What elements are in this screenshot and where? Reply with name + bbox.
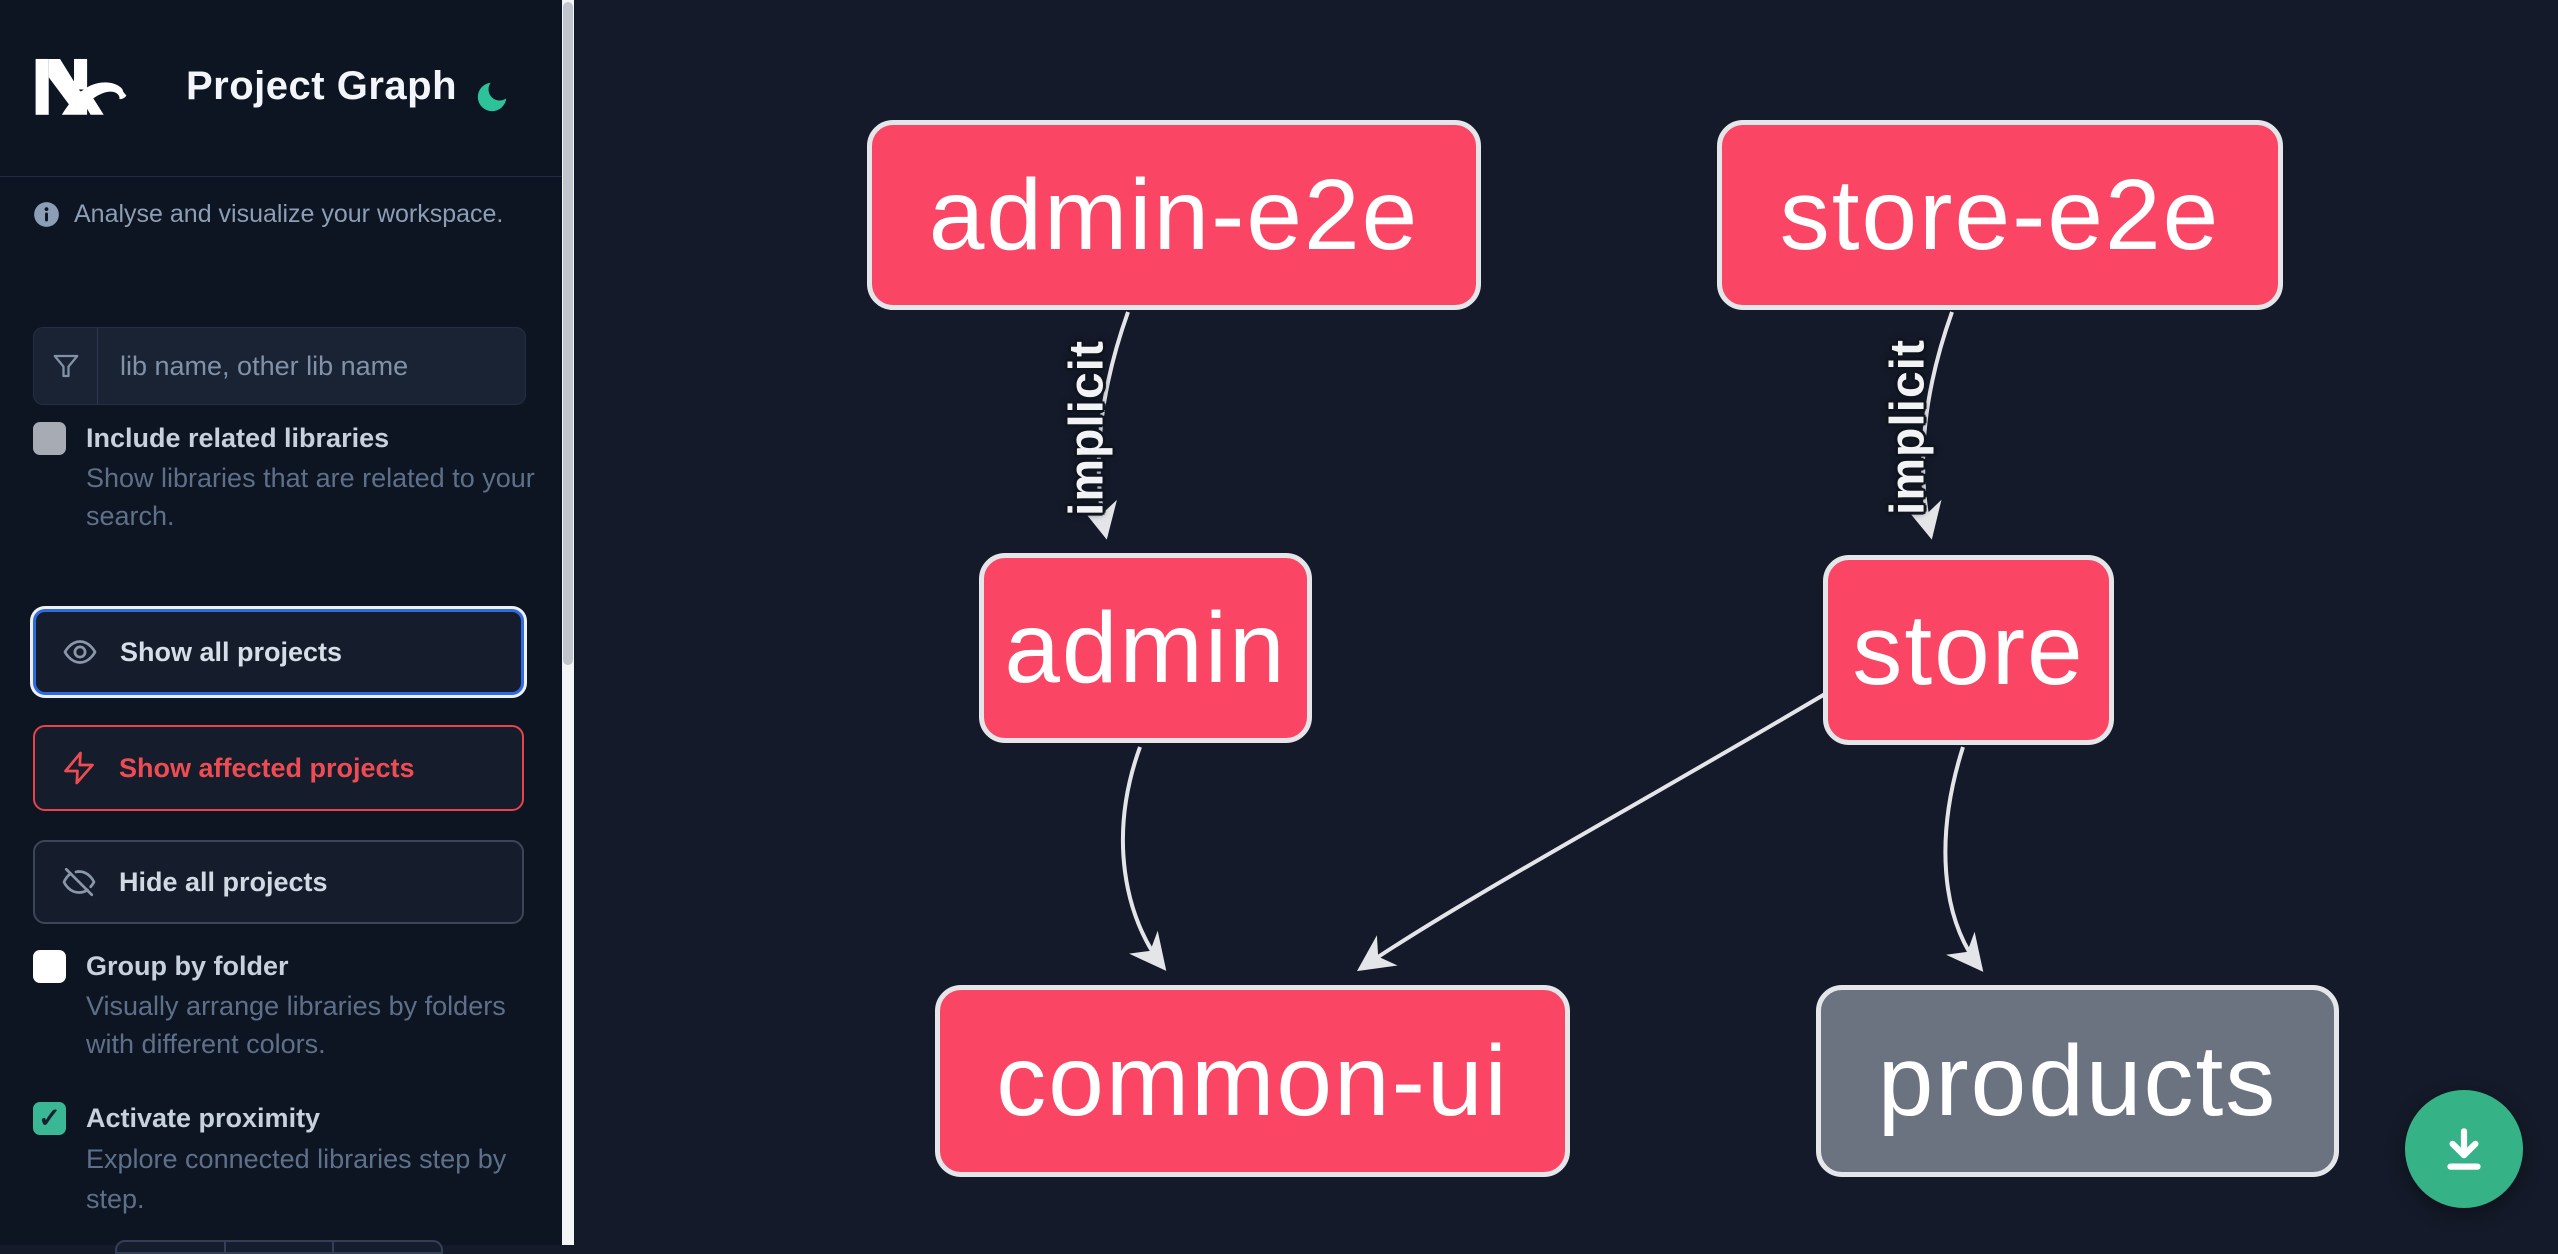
edge-admin-to-common-ui [1120,746,1167,971]
edge-admin-e2e-to-admin [1081,311,1130,540]
stepper-value [223,1242,333,1252]
toggle-description: Explore connected libraries step by step… [86,1144,507,1214]
checkbox-include-related[interactable] [33,422,66,455]
download-icon [2447,1128,2481,1170]
sidebar: Project Graph Analyse and visualize your… [0,0,562,1254]
checkbox-group-by-folder[interactable] [33,950,66,983]
button-label: Show all projects [120,636,343,667]
toggle-label: Include related libraries [86,423,390,453]
bolt-icon [64,751,94,785]
toggle-label: Group by folder [86,951,289,981]
checkbox-activate-proximity-checked[interactable]: ✓ [33,1102,66,1135]
download-graph-button[interactable] [2405,1090,2523,1208]
info-icon [34,202,59,227]
graph-node-store[interactable]: store [1823,555,2114,745]
filter-funnel-icon [34,328,98,404]
button-label: Show affected projects [119,752,415,783]
edge-store-to-products [1943,746,1984,972]
sidebar-scrollbar[interactable] [562,0,574,1245]
toggle-description: Visually arrange libraries by folders wi… [86,991,506,1059]
nx-logo-icon [35,58,127,115]
toggle-description: Show libraries that are related to your … [86,463,535,531]
stepper-decrement-button[interactable] [117,1242,224,1252]
graph-node-store-e2e[interactable]: store-e2e [1717,120,2283,310]
hide-all-projects-button[interactable]: Hide all projects [33,840,524,924]
button-label: Hide all projects [119,866,328,897]
edge-label-implicit: implicit [1060,339,1114,517]
check-icon: ✓ [38,1103,61,1133]
tagline-text: Analyse and visualize your workspace. [74,200,504,228]
theme-toggle-moon-icon[interactable] [470,76,514,120]
eye-slash-icon [62,867,96,897]
edge-store-e2e-to-store [1905,311,1954,540]
page-title: Project Graph [186,64,458,108]
graph-node-products[interactable]: products [1816,985,2339,1177]
show-all-projects-button[interactable]: Show all projects [33,609,524,695]
stepper-increment-button[interactable] [332,1242,441,1252]
search-input[interactable] [98,328,525,404]
graph-node-common-ui[interactable]: common-ui [935,985,1570,1177]
project-graph-canvas[interactable]: admin-e2e store-e2e admin store common-u… [574,0,2558,1245]
workspace-tagline: Analyse and visualize your workspace. [33,200,503,229]
sidebar-header: Project Graph [0,0,562,177]
show-affected-projects-button[interactable]: Show affected projects [33,725,524,811]
toggle-label: Activate proximity [86,1103,321,1133]
proximity-stepper [115,1240,443,1254]
graph-node-admin[interactable]: admin [979,553,1312,743]
toggle-group-by-folder: Group by folder Visually arrange librari… [33,948,533,1063]
scrollbar-thumb[interactable] [563,2,573,665]
eye-icon [63,640,97,664]
graph-node-admin-e2e[interactable]: admin-e2e [867,120,1481,310]
search-box [33,327,526,405]
edge-store-to-common-ui [1356,692,1827,972]
dependency-edges [1081,311,1984,972]
toggle-include-related: Include related libraries Show libraries… [33,420,535,535]
toggle-activate-proximity: ✓ Activate proximity Explore connected l… [33,1100,533,1219]
edge-label-implicit: implicit [1881,338,1935,516]
